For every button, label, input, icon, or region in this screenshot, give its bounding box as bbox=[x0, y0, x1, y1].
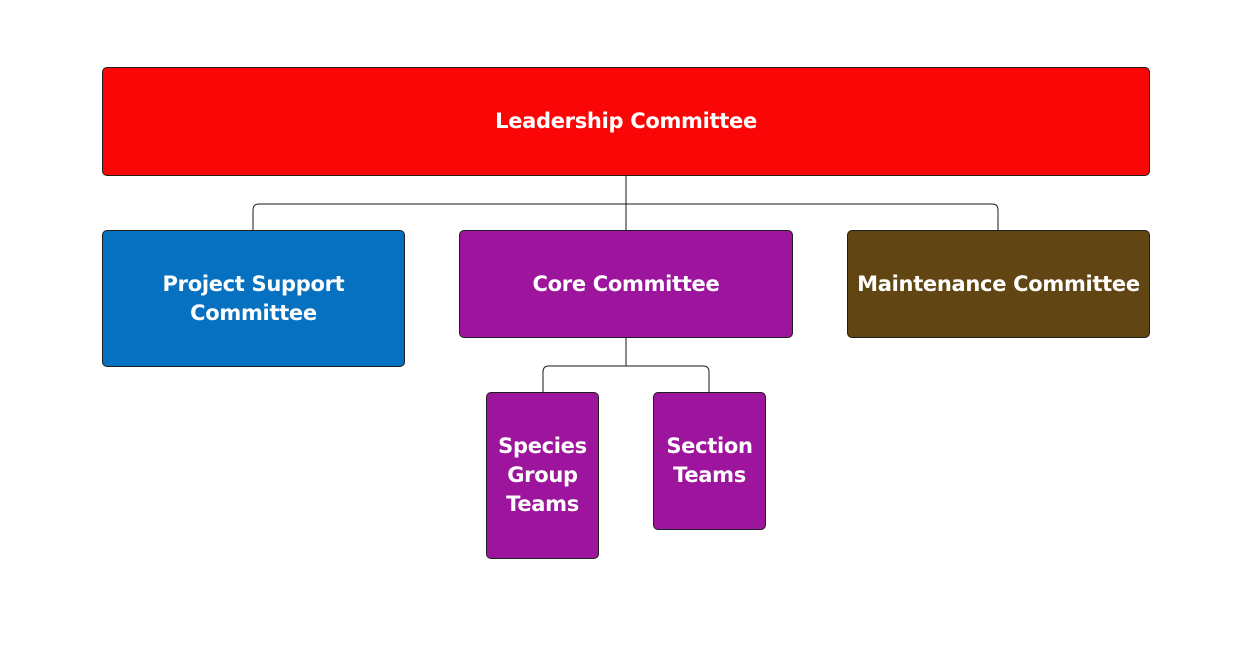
connector-leadership-branch bbox=[252, 203, 999, 230]
project-support-committee-node: Project Support Committee bbox=[102, 230, 405, 367]
leadership-committee-node: Leadership Committee bbox=[102, 67, 1150, 176]
core-committee-node: Core Committee bbox=[459, 230, 793, 338]
maintenance-committee-node: Maintenance Committee bbox=[847, 230, 1150, 338]
connector-core-branch bbox=[542, 365, 710, 392]
section-teams-node: Section Teams bbox=[653, 392, 766, 530]
species-group-teams-node: Species Group Teams bbox=[486, 392, 599, 559]
